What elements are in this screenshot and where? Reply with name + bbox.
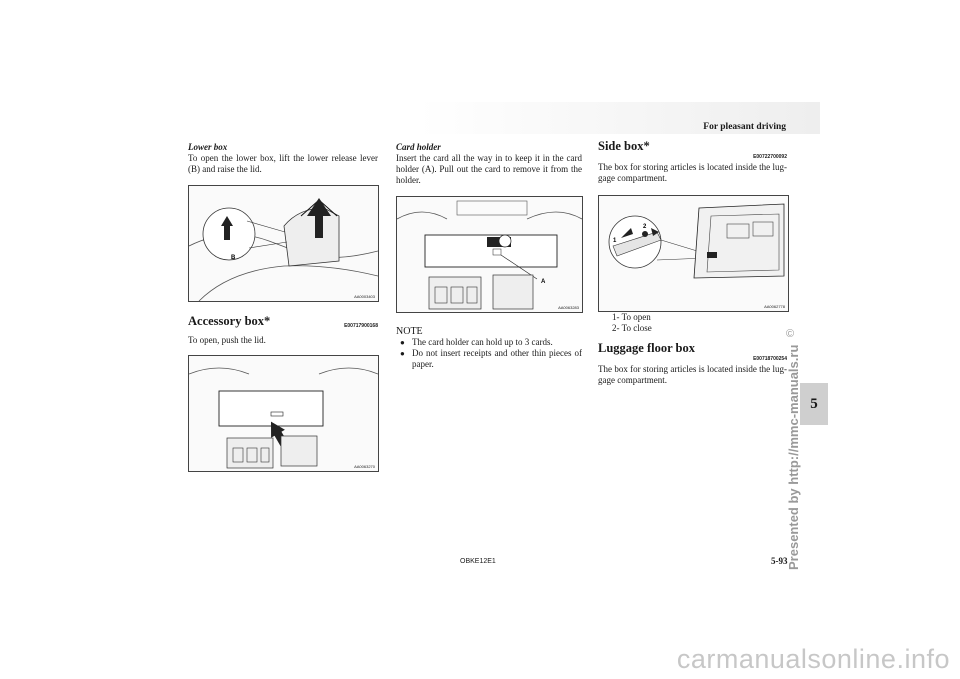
figure-code: AA0063270 bbox=[354, 464, 375, 469]
left-column: Lower box To open the lower box, lift th… bbox=[188, 142, 378, 175]
side-box-title-text: Side box* bbox=[598, 139, 650, 153]
lower-box-heading: Lower box bbox=[188, 142, 228, 152]
figure-label-2: 2 bbox=[643, 224, 647, 230]
page-number: 5-93 bbox=[771, 556, 788, 566]
accessory-box-title: Accessory box* E00717900168 bbox=[188, 314, 378, 332]
note-section: NOTE ● The card holder can hold up to 3 … bbox=[396, 326, 582, 370]
side-box-illustration: 1 2 bbox=[608, 203, 785, 279]
figure-code: AA0063283 bbox=[558, 305, 579, 310]
accessory-box-section: Accessory box* E00717900168 To open, pus… bbox=[188, 314, 378, 346]
accessory-box-illustration bbox=[189, 367, 378, 469]
section-code: E00718700254 bbox=[753, 356, 787, 362]
card-holder-figure: A AA0063283 bbox=[396, 196, 583, 313]
figure-label-b: B bbox=[231, 255, 236, 261]
card-holder-illustration: A bbox=[397, 200, 582, 310]
legend-item: 2- To close bbox=[612, 323, 652, 333]
section-code: E00722700092 bbox=[753, 154, 787, 160]
accessory-box-text: To open, push the lid. bbox=[188, 335, 266, 345]
side-box-text: The box for storing articles is located … bbox=[598, 162, 787, 183]
figure-label-a: A bbox=[541, 279, 546, 285]
luggage-floor-box-title: Luggage floor box E00718700254 bbox=[598, 341, 787, 362]
luggage-floor-box-text: The box for storing articles is located … bbox=[598, 364, 787, 385]
note-text: The card holder can hold up to 3 cards. bbox=[412, 337, 553, 347]
note-text: Do not insert receipts and other thin pi… bbox=[412, 348, 582, 369]
side-box-title: Side box* E00722700092 bbox=[598, 139, 787, 160]
note-title: NOTE bbox=[396, 326, 423, 337]
card-holder-heading: Card holder bbox=[396, 142, 441, 152]
luggage-floor-box-section: Luggage floor box E00718700254 The box f… bbox=[598, 341, 787, 386]
side-box-figure: 1 2 AA0062778 bbox=[598, 195, 789, 312]
middle-column: Card holder Insert the card all the way … bbox=[396, 142, 582, 186]
footer-code: OBKE12E1 bbox=[460, 558, 496, 565]
right-column: Side box* E00722700092 The box for stori… bbox=[598, 139, 787, 184]
page-header-title: For pleasant driving bbox=[703, 122, 786, 132]
figure-code: AA0062778 bbox=[764, 304, 785, 309]
site-watermark: carmanualsonline.info bbox=[676, 644, 950, 674]
lower-box-illustration: B bbox=[189, 198, 378, 301]
side-watermark: Presented by http://mmc-manuals.ru bbox=[786, 344, 801, 570]
header-band bbox=[418, 102, 820, 134]
note-item: ● Do not insert receipts and other thin … bbox=[396, 348, 582, 370]
legend-item: 1- To open bbox=[612, 312, 651, 322]
card-holder-text: Insert the card all the way in to keep i… bbox=[396, 153, 582, 185]
note-item: ● The card holder can hold up to 3 cards… bbox=[396, 337, 582, 348]
lower-box-text: To open the lower box, lift the lower re… bbox=[188, 153, 378, 174]
accessory-box-figure: AA0063270 bbox=[188, 355, 379, 472]
bullet-icon: ● bbox=[400, 338, 405, 347]
figure-legend: 1- To open 2- To close bbox=[612, 312, 782, 334]
figure-code: AA0003403 bbox=[354, 294, 375, 299]
luggage-floor-box-title-text: Luggage floor box bbox=[598, 341, 695, 355]
figure-label-1: 1 bbox=[613, 238, 617, 244]
section-code: E00717900168 bbox=[344, 323, 378, 329]
copyright-icon: © bbox=[786, 328, 795, 340]
chapter-tab: 5 bbox=[800, 383, 828, 425]
bullet-icon: ● bbox=[400, 349, 405, 358]
lower-box-figure: B AA0003403 bbox=[188, 185, 379, 302]
accessory-box-title-text: Accessory box* bbox=[188, 314, 271, 328]
